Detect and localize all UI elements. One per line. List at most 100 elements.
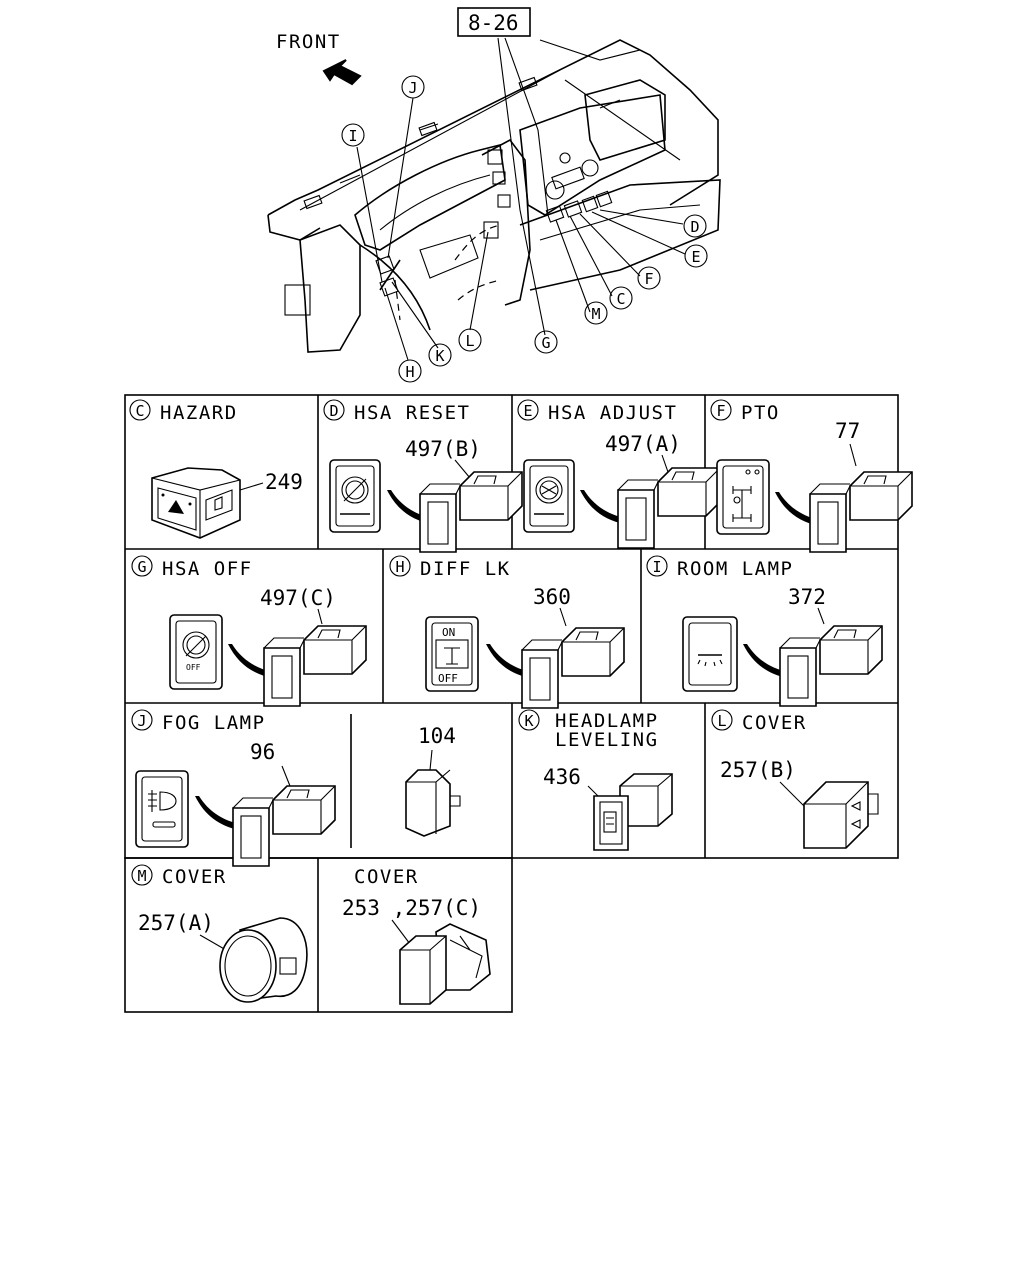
cell-title: HAZARD xyxy=(160,402,238,424)
cell-cover-l: L COVER 257(B) xyxy=(711,709,879,849)
callout-K: K xyxy=(428,343,452,367)
switch-icon xyxy=(809,471,913,553)
part-number-2: 104 xyxy=(418,724,456,748)
cell-letter: E xyxy=(523,402,532,420)
cell-letter: F xyxy=(716,402,725,420)
cell-letter: G xyxy=(137,558,146,576)
part-number: 257(A) xyxy=(138,911,214,935)
front-arrow-icon xyxy=(322,59,362,86)
cell-title: COVER xyxy=(742,712,807,734)
room-lamp-label-icon xyxy=(682,616,738,692)
svg-text:F: F xyxy=(644,270,653,288)
switch-icon xyxy=(419,471,523,553)
svg-text:L: L xyxy=(465,332,474,350)
cell-title: COVER xyxy=(354,866,419,888)
part-number: 497(A) xyxy=(605,432,681,456)
part-number: 372 xyxy=(788,585,826,609)
cell-title: HSA ADJUST xyxy=(548,402,677,424)
cell-letter: L xyxy=(717,712,726,730)
svg-text:C: C xyxy=(616,290,625,308)
cell-letter: J xyxy=(137,712,146,730)
diff-lock-label-icon: ON OFF xyxy=(425,616,479,692)
front-label: FRONT xyxy=(276,31,341,53)
cell-title: FOG LAMP xyxy=(162,712,266,734)
switch-icon xyxy=(779,625,883,707)
icon-text-off: OFF xyxy=(186,663,201,672)
part-number: 249 xyxy=(265,470,303,494)
part-number: 257(B) xyxy=(720,758,796,782)
svg-text:M: M xyxy=(591,305,600,323)
cell-letter: H xyxy=(395,558,404,576)
dash-outline xyxy=(267,39,719,216)
cell-letter: M xyxy=(137,867,146,885)
part-number: 96 xyxy=(250,740,275,764)
part-number: 253 ,257(C) xyxy=(342,896,481,920)
blank-cover-icon xyxy=(405,769,461,837)
cell-letter: D xyxy=(329,402,338,420)
hazard-switch-icon xyxy=(151,467,241,539)
cell-title: PTO xyxy=(741,402,780,424)
icon-text-off: OFF xyxy=(438,672,458,685)
cell-title-2: LEVELING xyxy=(555,729,659,751)
cell-room-lamp: I ROOM LAMP 372 xyxy=(646,555,883,707)
callout-J: J xyxy=(401,75,425,99)
part-number: 497(C) xyxy=(260,586,336,610)
cell-hsa-adjust: E HSA ADJUST 497(A) xyxy=(517,399,721,549)
cell-cover-253: COVER 253 ,257(C) xyxy=(342,866,491,1005)
cell-diff-lk: H DIFF LK 360 ON OFF xyxy=(389,555,625,709)
hsa-reset-label-icon xyxy=(329,459,381,533)
hsa-adjust-label-icon xyxy=(523,459,575,533)
callout-H: H xyxy=(398,359,422,383)
cell-title: ROOM LAMP xyxy=(677,558,793,580)
ref-box-label: 8-26 xyxy=(468,11,519,35)
switch-icon xyxy=(521,627,625,709)
headlamp-leveling-switch-icon xyxy=(593,773,673,851)
pto-label-icon xyxy=(716,459,770,535)
callout-M: M xyxy=(584,301,608,325)
cell-headlamp-leveling: K HEADLAMP LEVELING 436 xyxy=(518,709,673,851)
cell-title: HSA OFF xyxy=(162,558,253,580)
hsa-off-label-icon: OFF xyxy=(169,614,223,690)
svg-text:G: G xyxy=(541,334,550,352)
svg-text:K: K xyxy=(435,347,444,365)
callout-L: L xyxy=(458,328,482,352)
callout-C: C xyxy=(609,286,633,310)
cell-cover-m: M COVER 257(A) xyxy=(131,864,308,1003)
cell-title: HSA RESET xyxy=(354,402,470,424)
round-cover-icon xyxy=(219,917,308,1003)
cover-253-icon xyxy=(399,923,491,1005)
callout-E: E xyxy=(684,244,708,268)
cell-title: DIFF LK xyxy=(420,558,511,580)
switch-icon xyxy=(263,625,367,707)
switch-icon xyxy=(232,785,336,867)
cell-hsa-reset: D HSA RESET 497(B) xyxy=(323,399,523,553)
icon-text-on: ON xyxy=(442,626,455,639)
svg-text:E: E xyxy=(691,248,700,266)
svg-text:I: I xyxy=(348,127,357,145)
cell-hsa-off: G HSA OFF 497(C) OFF xyxy=(131,555,367,707)
cell-letter: K xyxy=(524,712,533,730)
cell-hazard: C HAZARD 249 xyxy=(129,399,303,539)
ref-box xyxy=(457,7,531,37)
cell-title: COVER xyxy=(162,866,227,888)
svg-text:H: H xyxy=(405,363,414,381)
svg-text:D: D xyxy=(690,218,699,236)
part-number: 77 xyxy=(835,419,860,443)
cell-letter: I xyxy=(652,558,661,576)
cell-title: HEADLAMP xyxy=(555,710,659,732)
callout-I: I xyxy=(341,123,365,147)
cell-pto: F PTO 77 xyxy=(710,399,913,553)
cell-fog-lamp: J FOG LAMP 96 104 xyxy=(131,709,461,867)
callout-F: F xyxy=(637,266,661,290)
cover-l-icon xyxy=(803,781,879,849)
part-number: 497(B) xyxy=(405,437,481,461)
part-number: 360 xyxy=(533,585,571,609)
fog-lamp-label-icon xyxy=(135,770,189,848)
cell-letter: C xyxy=(135,402,144,420)
callout-G: G xyxy=(534,330,558,354)
dashboard-overview: FRONT 8-26 xyxy=(267,7,721,383)
svg-text:J: J xyxy=(408,79,417,97)
callout-D: D xyxy=(683,214,707,238)
part-number: 436 xyxy=(543,765,581,789)
